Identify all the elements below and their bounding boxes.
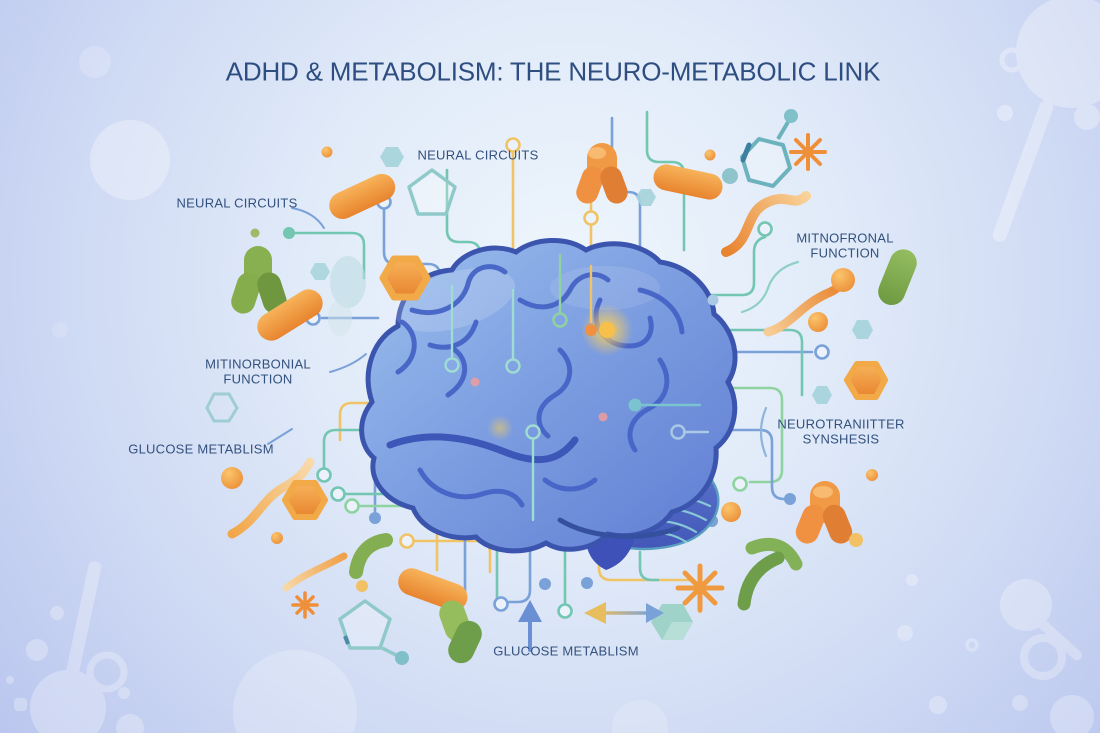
label-mitochondrial-function-left: MITINORBONIAL FUNCTION (205, 356, 311, 387)
teal-hexagon-molecule (740, 109, 798, 188)
orange-ball (831, 268, 855, 292)
teal-hexagon-icon (812, 386, 832, 404)
brain-cortex (359, 237, 738, 554)
orange-wave (721, 191, 811, 257)
label-neural-circuits-left: NEURAL CIRCUITS (176, 195, 298, 211)
orange-dot (704, 149, 716, 161)
orange-ball (721, 502, 741, 522)
green-arc (737, 551, 785, 611)
green-y-molecule (231, 246, 287, 314)
orange-hexagon-icon (844, 361, 888, 400)
starburst-icon (291, 591, 319, 619)
orange-bean (653, 164, 723, 200)
teal-hexagon-icon (310, 263, 330, 280)
green-bean-arc (349, 533, 393, 579)
starburst-icon (675, 563, 725, 613)
orange-bean (329, 173, 396, 220)
page-title: ADHD & METABOLISM: THE NEURO-METABOLIC L… (225, 56, 881, 87)
brain-illustration (359, 237, 738, 570)
orange-dot (321, 146, 333, 158)
green-double-blob (439, 600, 482, 664)
label-glucose-metabolism-bottom: GLUCOSE METABLISM (493, 643, 639, 659)
orange-hexagon-icon (282, 480, 328, 520)
orange-dot (271, 532, 283, 544)
orange-bean (257, 289, 323, 341)
label-neural-circuits-top: NEURAL CIRCUITS (417, 147, 539, 163)
up-arrow-icon (518, 600, 542, 652)
yellow-dot (356, 580, 368, 592)
orange-hexagon-icon (379, 255, 431, 301)
teal-pentagon-molecule (338, 599, 409, 665)
left-right-arrow-icon (584, 602, 664, 624)
teal-pentagon-icon (407, 168, 457, 216)
teal-hexagon-icon (380, 147, 404, 167)
teal-hexagon-icon (636, 189, 656, 206)
orange-ball (221, 467, 243, 489)
green-arc (745, 538, 803, 571)
yellow-dot (849, 533, 863, 547)
orange-wave (763, 276, 848, 337)
starburst-icon (789, 133, 827, 171)
pale-blob (330, 256, 366, 308)
orange-wave (227, 457, 315, 539)
orange-wave (282, 552, 348, 592)
orange-ball (808, 312, 828, 332)
orange-bean (398, 568, 468, 611)
green-bean (878, 249, 917, 306)
orange-y-molecule (576, 143, 628, 204)
teal-dot (722, 168, 738, 184)
label-mitochondrial-function-right: MITNOFRONAL FUNCTION (796, 230, 894, 261)
label-neurotransmitter-synthesis-right: NEUROTRANIITTER SYNSHESIS (777, 416, 905, 447)
orange-dot (866, 469, 878, 481)
orange-y-molecule (795, 481, 853, 544)
background-bokeh (6, 0, 1100, 733)
teal-hexagon-outline (205, 392, 239, 423)
label-glucose-metabolism-left: GLUCOSE METABLISM (128, 441, 274, 457)
molecule-decorations (205, 109, 917, 665)
teal-hexagon-icon (852, 320, 873, 339)
